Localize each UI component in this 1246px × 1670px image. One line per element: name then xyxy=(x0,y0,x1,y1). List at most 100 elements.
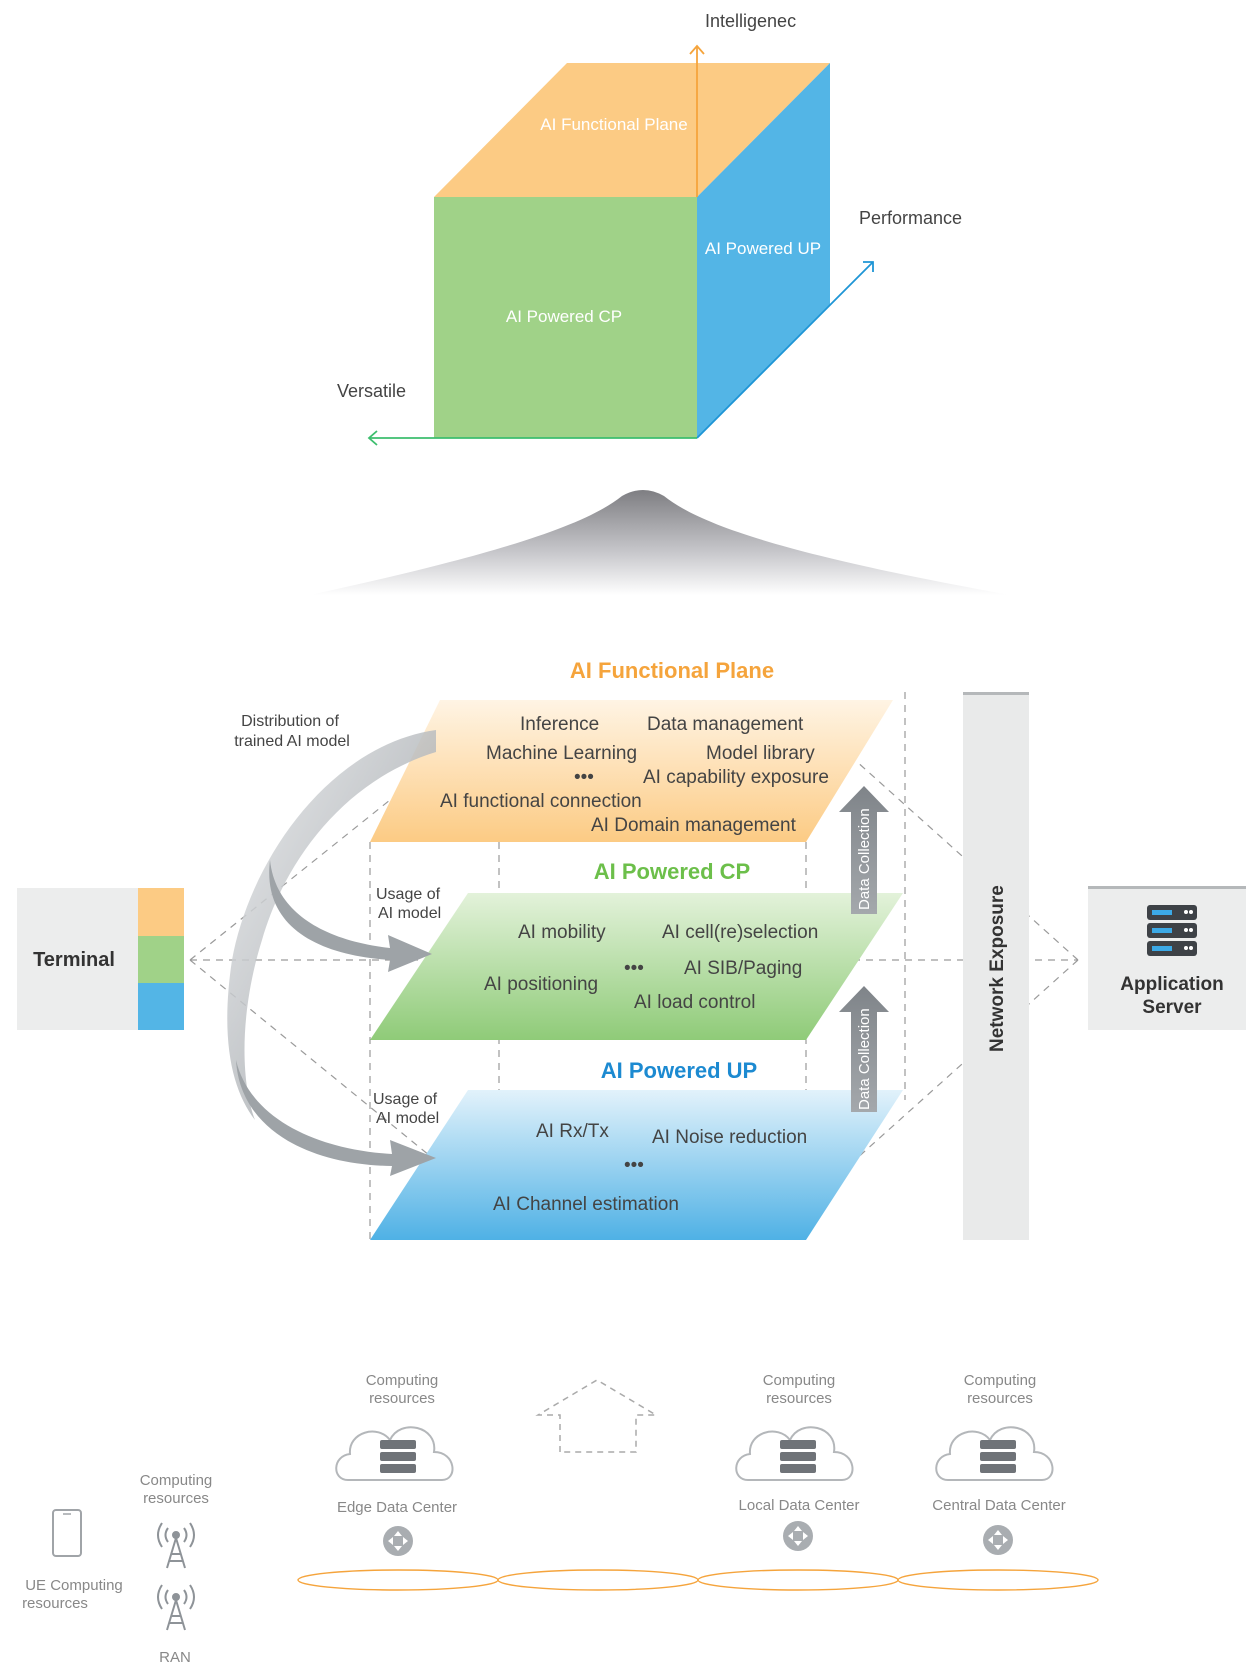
cube-front-label: AI Powered CP xyxy=(506,307,622,326)
up-item-channel-estimation: AI Channel estimation xyxy=(493,1194,679,1215)
network-exposure-topline xyxy=(963,692,1029,695)
upward-dashed-arrow xyxy=(535,1379,659,1453)
up-item-noise-reduction: AI Noise reduction xyxy=(652,1127,807,1148)
local-data-center-label: Local Data Center xyxy=(739,1497,860,1514)
local-data-center: Computing resources Local Data Center xyxy=(735,1372,860,1551)
application-server-block: Application Server xyxy=(1088,886,1246,1030)
cube: AI Functional Plane AI Powered CP AI Pow… xyxy=(337,11,962,446)
cp-plane: AI Powered CP AI mobility AI cell(re)sel… xyxy=(370,859,903,1040)
functional-item-functional-connection: AI functional connection xyxy=(440,791,642,812)
server-icon xyxy=(1147,905,1197,956)
cloud-server-icon xyxy=(335,1426,454,1481)
network-exposure-label: Network Exposure xyxy=(987,885,1008,1052)
functional-item-data-management: Data management xyxy=(647,714,804,735)
cp-item-sib-paging: AI SIB/Paging xyxy=(684,958,802,979)
antenna-icon xyxy=(157,1522,195,1569)
ue-computing-line1: UE Computing xyxy=(25,1577,123,1594)
cp-plane-title: AI Powered CP xyxy=(594,859,750,884)
edge-computing-line2: resources xyxy=(369,1390,435,1407)
antenna-icon xyxy=(157,1584,195,1631)
ran-label: RAN xyxy=(159,1649,191,1666)
phone-icon xyxy=(52,1509,82,1557)
up-item-ellipsis: ••• xyxy=(624,1155,644,1176)
local-computing-line2: resources xyxy=(766,1390,832,1407)
axis-label-intelligence: Intelligenec xyxy=(705,11,796,31)
cp-item-mobility: AI mobility xyxy=(518,922,606,943)
usage-cp-label-line1: Usage of xyxy=(376,886,441,903)
cp-item-ellipsis: ••• xyxy=(624,958,644,979)
edge-data-center: Computing resources Edge Data Center xyxy=(335,1372,457,1556)
usage-up-arrow xyxy=(236,1060,436,1176)
central-computing-line1: Computing xyxy=(964,1372,1037,1389)
application-server-label-line2: Server xyxy=(1142,997,1202,1018)
cube-top-label: AI Functional Plane xyxy=(540,115,687,134)
cp-item-positioning: AI positioning xyxy=(484,974,598,995)
ue-computing-line2: resources xyxy=(22,1595,88,1612)
up-plane-shape xyxy=(370,1090,903,1240)
cp-plane-shape xyxy=(370,893,903,1040)
ran-computing-line2: resources xyxy=(143,1490,209,1507)
functional-item-ellipsis: ••• xyxy=(574,767,594,788)
network-rings xyxy=(297,1569,1099,1591)
up-item-rx-tx: AI Rx/Tx xyxy=(536,1121,609,1142)
central-data-center: Computing resources Central Data Center xyxy=(932,1372,1066,1555)
router-icon xyxy=(783,1521,813,1551)
functional-plane-shape xyxy=(370,700,893,842)
terminal-block: Terminal xyxy=(17,888,184,1030)
up-plane-title: AI Powered UP xyxy=(601,1058,757,1083)
distribution-arc xyxy=(227,730,436,1120)
functional-item-inference: Inference xyxy=(520,714,599,735)
central-computing-line2: resources xyxy=(967,1390,1033,1407)
up-plane: AI Powered UP AI Rx/Tx AI Noise reductio… xyxy=(370,1058,903,1240)
cloud-server-icon xyxy=(735,1426,854,1481)
central-data-center-label: Central Data Center xyxy=(932,1497,1065,1514)
local-computing-line1: Computing xyxy=(763,1372,836,1389)
functional-item-model-library: Model library xyxy=(706,743,815,764)
ran-computing-line1: Computing xyxy=(140,1472,213,1489)
cube-side-face xyxy=(697,63,830,438)
data-collection-label-upper: Data Collection xyxy=(856,808,873,910)
cloud-server-icon xyxy=(935,1426,1054,1481)
functional-item-domain-management: AI Domain management xyxy=(591,815,797,836)
zoom-spotlight xyxy=(310,490,1010,595)
intelligence-axis-arrowhead xyxy=(689,44,705,55)
terminal-color-cp xyxy=(138,936,184,983)
terminal-color-up xyxy=(138,983,184,1030)
axis-label-performance: Performance xyxy=(859,208,962,228)
edge-computing-line1: Computing xyxy=(366,1372,439,1389)
terminal-label: Terminal xyxy=(33,949,115,971)
distribution-label-line2: trained AI model xyxy=(234,733,350,750)
usage-up-label-line1: Usage of xyxy=(373,1091,438,1108)
performance-axis-arrowhead xyxy=(863,261,874,272)
cp-item-load-control: AI load control xyxy=(634,992,755,1013)
axis-label-versatile: Versatile xyxy=(337,381,406,401)
cube-front-face xyxy=(434,197,697,438)
usage-cp-label-line2: AI model xyxy=(378,905,441,922)
network-exposure-box xyxy=(963,692,1029,1240)
router-icon xyxy=(983,1525,1013,1555)
usage-up-label-line2: AI model xyxy=(376,1110,439,1127)
versatile-axis-arrowhead xyxy=(367,430,378,446)
data-collection-label-lower: Data Collection xyxy=(856,1008,873,1110)
edge-data-center-label: Edge Data Center xyxy=(337,1499,457,1516)
usage-cp-arrow xyxy=(269,860,432,972)
data-collection-arrow-lower: Data Collection xyxy=(839,986,889,1112)
distribution-label-line1: Distribution of xyxy=(241,713,339,730)
network-exposure-bar: Network Exposure xyxy=(963,692,1029,1240)
functional-plane-title: AI Functional Plane xyxy=(570,658,774,683)
ue-ran-group: UE Computing resources Computing resourc… xyxy=(22,1472,212,1666)
application-server-label-line1: Application xyxy=(1120,974,1223,995)
cp-item-cell-reselection: AI cell(re)selection xyxy=(662,922,818,943)
data-collection-arrow-upper: Data Collection xyxy=(839,786,889,914)
cube-top-face xyxy=(434,63,830,197)
terminal-color-functional xyxy=(138,888,184,936)
functional-plane: AI Functional Plane Inference Data manag… xyxy=(370,658,893,842)
performance-axis xyxy=(696,261,874,439)
cube-side-label: AI Powered UP xyxy=(705,239,821,258)
application-server-topline xyxy=(1088,886,1246,889)
functional-item-capability-exposure: AI capability exposure xyxy=(643,767,829,788)
router-icon xyxy=(383,1526,413,1556)
functional-item-machine-learning: Machine Learning xyxy=(486,743,637,764)
model-distribution-arrows: Distribution of trained AI model Usage o… xyxy=(227,713,441,1176)
